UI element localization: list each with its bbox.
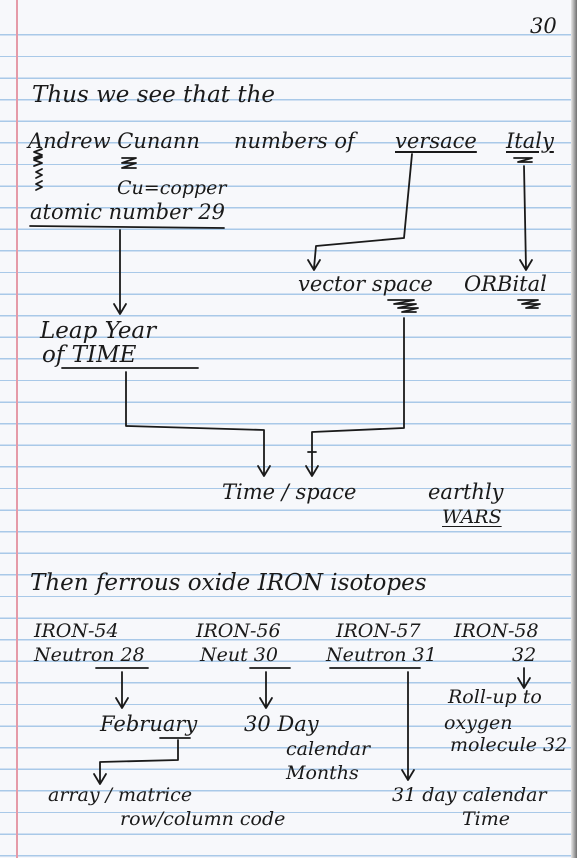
versace-word: versace [395,129,477,153]
vector-space: vector space [298,272,433,296]
intro-line: Thus we see that the [32,82,276,108]
leap-year: Leap Year [40,318,157,344]
squiggle-cunann [121,157,137,169]
iron-58: IRON-58 [454,620,539,642]
neutron-31: Neutron 31 [326,644,437,666]
oxygen: oxygen [444,712,513,734]
february: February [100,712,198,736]
iron-56: IRON-56 [196,620,281,642]
copper-note: Cu=copper [117,177,227,199]
molecule-32: molecule 32 [450,734,568,756]
page-edge-shadow [571,0,577,858]
underline-atomic [29,225,225,229]
squiggle-andrew [33,148,43,191]
neutron-28: Neutron 28 [34,644,145,666]
arrow-28-to-feb [115,671,129,709]
line-space-to-timespace [305,317,405,477]
thirtyone-day-calendar: 31 day calendar [392,784,547,806]
orbital: ORBital [464,272,547,296]
neutron-32: 32 [512,644,537,666]
numbers-of-text: numbers of [234,129,355,153]
italy-word: Italy [506,129,554,153]
arrow-31-to-31day [401,671,415,781]
thirty-day: 30 Day [244,712,319,736]
arrow-italy-to-orbital [519,165,533,271]
arrow-30-to-day [259,671,273,709]
time-word: Time [462,808,511,830]
name-andrew-cunann: Andrew Cunann [28,129,200,153]
line-time-to-timespace [125,371,271,477]
wars: WARS [442,506,502,528]
ferrous-oxide-line: Then ferrous oxide IRON isotopes [30,570,427,596]
iron-54: IRON-54 [34,620,119,642]
array-matrice: array / matrice [48,784,193,806]
months: Months [286,762,359,784]
roll-up-to: Roll-up to [448,686,542,708]
line-versace-to-vector [307,153,413,271]
time-space: Time / space [222,480,357,504]
neut-30: Neut 30 [200,644,278,666]
squiggle-orbital [517,299,541,309]
of-time: of TIME [42,342,137,368]
arrow-atomic-to-leap [113,229,127,315]
page-number: 30 [530,14,557,38]
earthly: earthly [428,480,504,504]
squiggle-space [387,299,419,313]
arrow-32-to-rollup [517,667,531,689]
iron-57: IRON-57 [336,620,421,642]
row-column-code: row/column code [120,808,286,830]
calendar: calendar [286,738,371,760]
margin-line [16,0,18,858]
squiggle-italy [513,157,533,163]
line-feb-to-array [93,737,191,785]
atomic-number: atomic number 29 [30,200,225,224]
